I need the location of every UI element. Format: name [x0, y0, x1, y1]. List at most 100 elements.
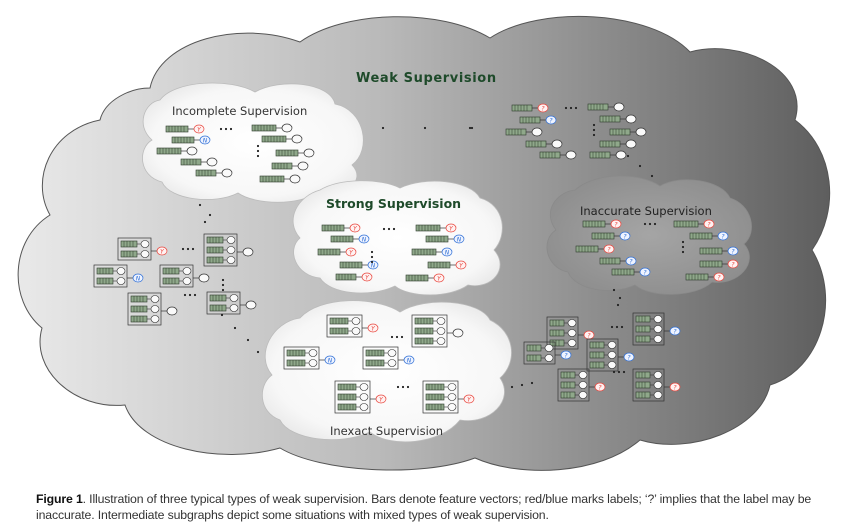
label-text: Y	[449, 226, 454, 233]
feature-vector: Y	[321, 223, 361, 233]
unlabeled-mark	[281, 123, 293, 133]
unlabeled-mark	[291, 134, 303, 144]
label-text: ?	[587, 333, 591, 340]
ellipsis-dot	[592, 123, 596, 127]
unlabeled-mark	[297, 161, 309, 171]
caption-text: . Illustration of three typical types of…	[36, 492, 812, 522]
label-mark	[619, 231, 631, 241]
ellipsis-dot	[208, 213, 212, 217]
label-text: N	[362, 237, 367, 244]
label-text: ?	[673, 329, 677, 336]
feature-vector	[271, 161, 309, 171]
ellipsis-dot	[198, 203, 202, 207]
feature-vector	[539, 150, 577, 160]
ellipsis-dot	[191, 247, 195, 251]
ellipsis-dot	[370, 250, 374, 254]
instance-bag: Y	[326, 314, 379, 338]
ellipsis-dot	[618, 296, 622, 300]
label-mark	[199, 135, 211, 145]
unlabeled-mark	[186, 146, 198, 156]
feature-vector: ?	[511, 103, 549, 113]
feature-vector: ?	[685, 272, 725, 282]
feature-vector	[599, 139, 637, 149]
ellipsis-dot	[610, 325, 614, 329]
instance-bag: N	[283, 346, 336, 370]
ellipsis-dot	[612, 288, 616, 292]
label-text: ?	[541, 106, 545, 113]
label-mark	[545, 115, 557, 125]
label-text: ?	[623, 234, 627, 241]
feature-vector	[195, 168, 233, 178]
ellipsis-dot	[617, 370, 621, 374]
unlabeled-mark	[289, 174, 301, 184]
ellipsis-dot	[638, 164, 642, 168]
feature-vector: Y	[405, 273, 445, 283]
label-mark	[625, 256, 637, 266]
ellipsis-dot	[520, 383, 524, 387]
bag-label-mark	[403, 355, 415, 365]
bag-label-mark	[324, 355, 336, 365]
label-text: Y	[365, 275, 370, 282]
ellipsis-dot	[221, 283, 225, 287]
bag-label-mark	[669, 382, 681, 392]
feature-vector	[261, 134, 303, 144]
ellipsis-dot	[564, 106, 568, 110]
ellipsis-dot	[574, 106, 578, 110]
label-text: ?	[673, 385, 677, 392]
ellipsis-dot	[203, 220, 207, 224]
instance-bag: N	[93, 264, 144, 288]
unlabeled-mark	[625, 139, 637, 149]
instance-bag: Y	[117, 237, 168, 261]
instance-bag	[127, 292, 178, 326]
label-text: Y	[459, 263, 464, 270]
label-text: ?	[707, 222, 711, 229]
label-mark	[703, 219, 715, 229]
feature-vector: N	[411, 247, 453, 257]
unlabeled-mark	[635, 127, 647, 137]
label-text: N	[457, 237, 462, 244]
label-text: Y	[197, 127, 202, 134]
ellipsis-dot	[392, 227, 396, 231]
instance-bag: ?	[632, 368, 681, 402]
bag-label-mark	[367, 323, 379, 333]
label-text: Y	[437, 276, 442, 283]
ellipsis-dot	[246, 338, 250, 342]
ellipsis-dot	[256, 144, 260, 148]
feature-vector: ?	[599, 256, 637, 266]
weak-supervision-title: Weak Supervision	[356, 71, 497, 86]
ellipsis-dot	[650, 174, 654, 178]
weak-supervision-diagram: Weak Supervision Incomplete Supervision …	[17, 15, 831, 471]
bag-label-mark	[245, 300, 257, 310]
label-mark	[639, 267, 651, 277]
ellipsis-dot	[219, 127, 223, 131]
instance-bag	[411, 314, 464, 348]
ellipsis-dot	[188, 293, 192, 297]
inexact-supervision-title: Inexact Supervision	[330, 424, 443, 438]
ellipsis-dot	[681, 250, 685, 254]
ellipsis-dot	[381, 126, 385, 130]
ellipsis-dot	[220, 313, 224, 317]
unlabeled-mark	[615, 150, 627, 160]
label-mark	[193, 124, 205, 134]
ellipsis-dot	[643, 222, 647, 226]
ellipsis-dot	[569, 106, 573, 110]
ellipsis-dot	[653, 222, 657, 226]
feature-vector: N	[171, 135, 211, 145]
ellipsis-dot	[221, 278, 225, 282]
ellipsis-dot	[396, 385, 400, 389]
bag-label-mark	[463, 394, 475, 404]
label-mark	[453, 234, 465, 244]
label-mark	[345, 247, 357, 257]
ellipsis-dot	[221, 288, 225, 292]
bag-label-mark	[198, 273, 210, 283]
label-mark	[727, 246, 739, 256]
ellipsis-dot	[183, 293, 187, 297]
feature-vector: ?	[575, 244, 615, 254]
ellipsis-dot	[468, 126, 472, 130]
ellipsis-dot	[510, 385, 514, 389]
feature-vector: N	[330, 234, 370, 244]
label-mark	[717, 231, 729, 241]
feature-vector: ?	[582, 219, 622, 229]
instance-bag: ?	[546, 316, 595, 350]
